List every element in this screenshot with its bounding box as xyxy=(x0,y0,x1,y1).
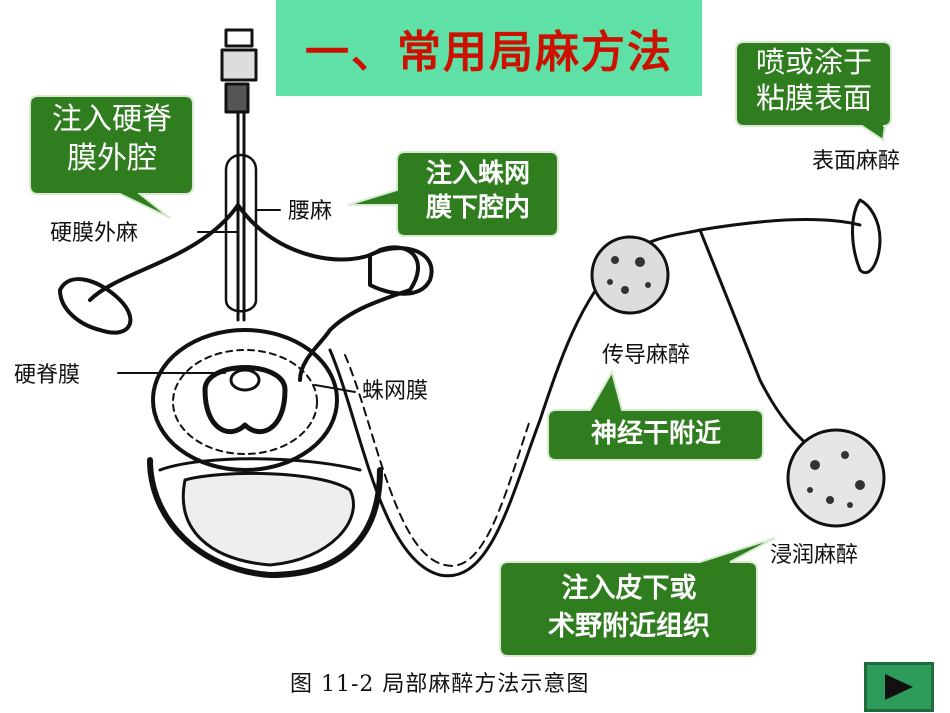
label-epidural-anesthesia: 硬膜外麻 xyxy=(50,221,138,246)
callout-epidural-shape xyxy=(29,95,194,219)
callout-surface-shape xyxy=(735,41,892,142)
play-triangle-icon xyxy=(885,674,913,700)
label-surface-anesthesia: 表面麻醉 xyxy=(812,149,900,174)
callout-subarachnoid-shape xyxy=(347,151,559,237)
callout-infiltration-line1: 注入皮下或 xyxy=(561,573,697,604)
label-spinal-anesthesia: 腰麻 xyxy=(288,199,332,224)
callout-surface-line1: 喷或涂于 xyxy=(755,45,872,79)
label-dura-mater: 硬脊膜 xyxy=(14,363,80,388)
next-slide-button[interactable] xyxy=(864,662,934,712)
label-conduction-anesthesia: 传导麻醉 xyxy=(602,343,690,368)
callout-nerve-trunk-text: 神经干附近 xyxy=(590,419,721,449)
callout-infiltration-line2: 术野附近组织 xyxy=(548,610,710,642)
callout-surface-line2: 粘膜表面 xyxy=(755,81,872,116)
callout-infiltration-shape xyxy=(499,537,776,657)
callout-nerve-trunk-shape xyxy=(547,369,764,461)
callout-epidural-line1: 注入硬脊 xyxy=(52,102,172,137)
callout-nerve-trunk: 神经干附近 xyxy=(550,418,762,452)
callout-subarachnoid-line1: 注入蛛网 xyxy=(425,159,530,189)
label-arachnoid: 蛛网膜 xyxy=(362,379,428,404)
callout-subarachnoid-line2: 膜下腔内 xyxy=(425,192,530,223)
label-infiltration-anesthesia: 浸润麻醉 xyxy=(770,543,858,568)
title-banner: 一、常用局麻方法 xyxy=(276,0,702,96)
callout-epidural: 注入硬脊 膜外腔 xyxy=(34,100,190,178)
callout-infiltration: 注入皮下或 术野附近组织 xyxy=(502,570,756,646)
callout-epidural-line2: 膜外腔 xyxy=(67,141,157,176)
slide-title: 一、常用局麻方法 xyxy=(305,27,673,78)
figure-caption: 图 11-2 局部麻醉方法示意图 xyxy=(290,672,590,697)
callout-surface: 喷或涂于 粘膜表面 xyxy=(738,44,890,117)
callout-subarachnoid: 注入蛛网 膜下腔内 xyxy=(400,158,556,226)
